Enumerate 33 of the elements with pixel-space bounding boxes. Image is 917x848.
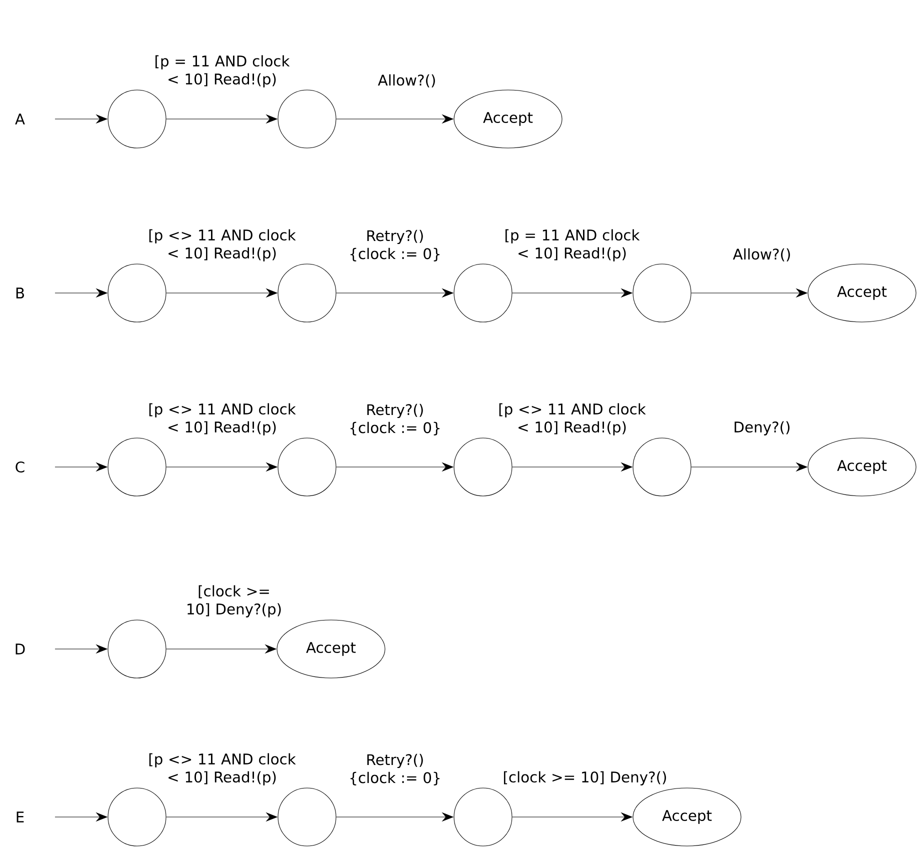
edge-label: Retry?() {clock := 0} bbox=[350, 404, 440, 436]
state-circle bbox=[278, 264, 336, 322]
row-label: B bbox=[16, 288, 24, 298]
edge-label: Retry?() {clock := 0} bbox=[350, 754, 440, 786]
state-circle bbox=[278, 788, 336, 846]
row-label: A bbox=[15, 114, 25, 124]
state-circle bbox=[632, 438, 692, 496]
state-circle bbox=[278, 438, 336, 496]
edge-label: Deny?() bbox=[734, 421, 790, 436]
state-circle bbox=[454, 788, 512, 846]
state-circle bbox=[278, 90, 336, 148]
row-label: C bbox=[16, 461, 24, 473]
edge-label: Allow?() bbox=[378, 74, 435, 88]
state-circle bbox=[108, 620, 166, 678]
edge-label: [clock >= 10] Deny?(p) bbox=[188, 585, 281, 618]
edge-label: [p <> 11 AND clock < 10] Read!(p) bbox=[499, 403, 646, 436]
edge-label: [clock >= 10] Deny?() bbox=[504, 771, 666, 786]
state-circle bbox=[632, 264, 692, 322]
edge-label: Allow?() bbox=[732, 248, 790, 262]
edge-label: [p <> 11 AND clock < 10] Read!(p) bbox=[149, 753, 296, 786]
state-circle bbox=[454, 264, 512, 322]
row-label: D bbox=[16, 644, 25, 654]
edge-label: [p = 11 AND clock < 10] Read!(p) bbox=[156, 55, 290, 88]
row-label: E bbox=[16, 812, 24, 822]
state-circle bbox=[454, 438, 512, 496]
edge-label: [p <> 11 AND clock < 10] Read!(p) bbox=[149, 229, 296, 262]
state-circle bbox=[108, 264, 166, 322]
state-circle bbox=[108, 438, 166, 496]
edge-label: [p = 11 AND clock < 10] Read!(p) bbox=[506, 229, 640, 262]
edge-label: [p <> 11 AND clock < 10] Read!(p) bbox=[149, 403, 296, 436]
state-circle bbox=[108, 788, 166, 846]
edge-label: Retry?() {clock := 0} bbox=[350, 230, 440, 262]
state-circle bbox=[108, 90, 166, 148]
